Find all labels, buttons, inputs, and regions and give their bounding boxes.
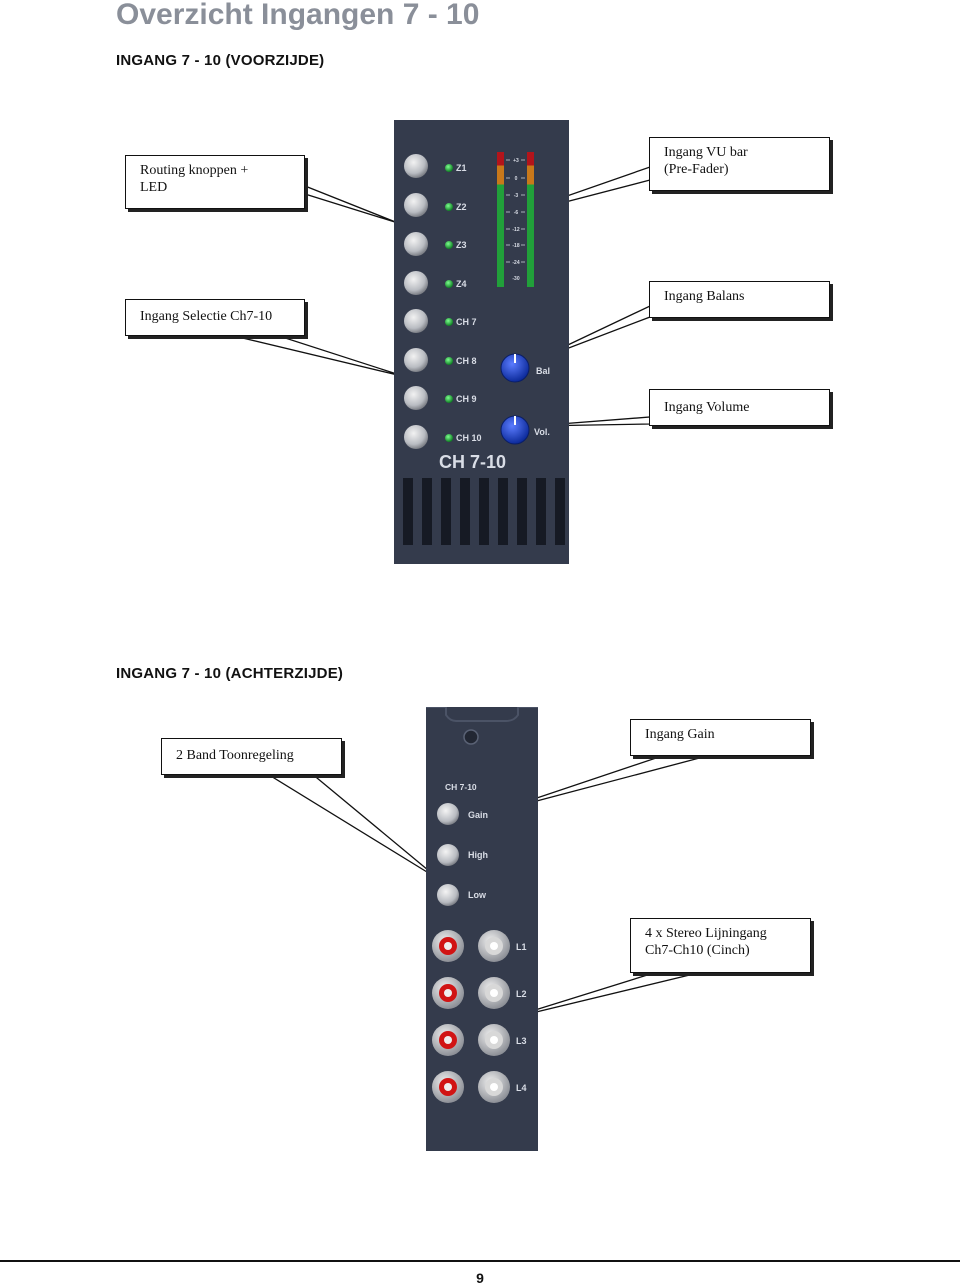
mount-hole [463,729,479,745]
led-ch7 [445,318,453,326]
rca-l1-right[interactable] [478,930,510,962]
vu-meter: +3 0 -3 -6 -12 -18 -24 -30 [497,152,534,287]
callout-routing-line2: LED [140,180,168,195]
routing-label-z1: Z1 [456,163,467,173]
routing-button-z4[interactable] [404,271,428,295]
callout-lijn: 4 x Stereo Lijningang Ch7-Ch10 (Cinch) [630,918,811,973]
callout-routing-line1: Routing knoppen + [140,163,249,178]
routing-buttons [404,154,428,449]
callout-routing: Routing knoppen + LED [125,155,305,209]
callout-vu-line1: Ingang VU bar [664,145,748,160]
routing-button-z3[interactable] [404,232,428,256]
line-label-l4: L4 [516,1083,527,1093]
routing-label-z3: Z3 [456,240,467,250]
led-z1 [445,164,453,172]
led-z2 [445,203,453,211]
routing-label-z4: Z4 [456,279,467,289]
vu-scale-m6: -6 [514,210,519,216]
rca-l3-right[interactable] [478,1024,510,1056]
led-ch9 [445,395,453,403]
vu-bar-left [497,152,504,287]
rca-l4-right[interactable] [478,1071,510,1103]
line-label-l3: L3 [516,1036,527,1046]
rca-l3-left[interactable] [432,1024,464,1056]
vu-scale-p3: +3 [513,158,519,164]
callout-selectie: Ingang Selectie Ch7-10 [125,299,305,336]
led-ch8 [445,357,453,365]
channel-label-ch10: CH 10 [456,433,482,443]
page-title: Overzicht Ingangen 7 - 10 [116,0,480,31]
rca-l2-left[interactable] [432,977,464,1009]
footer-rule [0,1260,960,1262]
back-section-heading: INGANG 7 - 10 (ACHTERZIJDE) [116,665,344,682]
rca-l4-left[interactable] [432,1071,464,1103]
led-ch10 [445,434,453,442]
balance-knob[interactable] [500,353,530,383]
vu-scale-m30: -30 [512,276,519,282]
routing-button-z1[interactable] [404,154,428,178]
callout-lijn-line2: Ch7-Ch10 (Cinch) [645,943,750,958]
gain-label: Gain [468,810,488,820]
front-section-heading: INGANG 7 - 10 (VOORZIJDE) [116,52,325,69]
channel-label-ch7: CH 7 [456,317,477,327]
callout-vu: Ingang VU bar (Pre-Fader) [649,137,830,191]
front-panel: Z1 Z2 Z3 Z4 CH 7 CH 8 CH 9 CH 10 +3 [394,120,569,564]
callout-vu-line2: (Pre-Fader) [664,162,729,177]
gain-knob[interactable] [437,803,459,825]
callout-balans: Ingang Balans [649,281,830,318]
vu-scale-m3: -3 [514,193,519,199]
vu-bar-right [527,152,534,287]
leader-routing [304,185,399,224]
low-label: Low [468,890,487,900]
leader-toon [263,772,441,881]
volume-knob[interactable] [500,415,530,445]
back-strip-label: CH 7-10 [445,782,477,792]
vu-scale-m18: -18 [512,243,519,249]
rca-inputs [432,930,510,1103]
routing-button-z2[interactable] [404,193,428,217]
back-panel: CH 7-10 Gain High Low [426,707,538,1151]
channel-label-ch8: CH 8 [456,356,477,366]
vu-scale-m12: -12 [512,227,519,233]
high-label: High [468,850,488,860]
line-label-l1: L1 [516,942,527,952]
leader-selectie [229,334,407,378]
rca-l1-left[interactable] [432,930,464,962]
channel-label-ch9: CH 9 [456,394,477,404]
select-button-ch9[interactable] [404,386,428,410]
rca-l2-right[interactable] [478,977,510,1009]
volume-label: Vol. [534,427,550,437]
callout-gain: Ingang Gain [630,719,811,756]
select-button-ch7[interactable] [404,309,428,333]
callout-toon: 2 Band Toonregeling [161,738,342,775]
led-z3 [445,241,453,249]
select-button-ch10[interactable] [404,425,428,449]
vu-scale-m24: -24 [512,260,519,266]
vu-scale-0: 0 [515,176,518,182]
routing-label-z2: Z2 [456,202,467,212]
line-label-l2: L2 [516,989,527,999]
high-knob[interactable] [437,844,459,866]
select-button-ch8[interactable] [404,348,428,372]
page-number: 9 [476,1270,484,1286]
front-strip-label: CH 7-10 [439,452,506,472]
low-knob[interactable] [437,884,459,906]
callout-volume: Ingang Volume [649,389,830,426]
led-z4 [445,280,453,288]
callout-lijn-line1: 4 x Stereo Lijningang [645,926,767,941]
fader-slots [403,478,565,545]
status-leds [445,164,453,442]
balance-label: Bal [536,366,550,376]
